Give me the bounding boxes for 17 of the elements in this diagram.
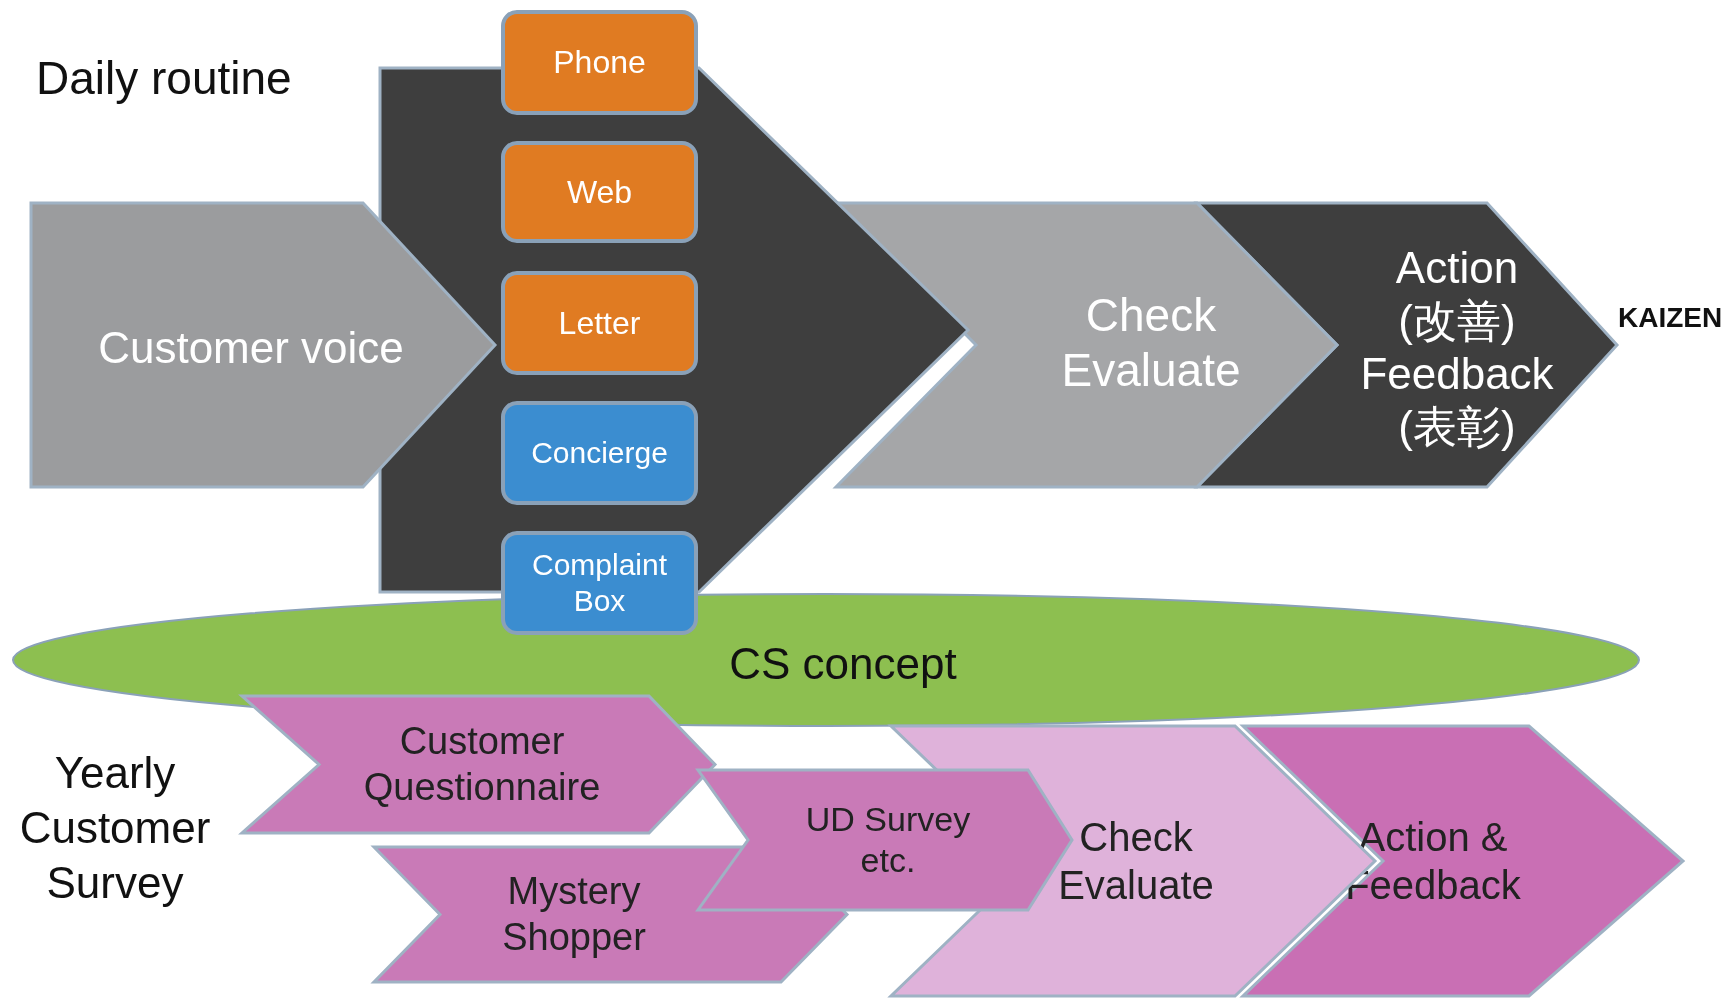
side-note: KAIZEN [1618, 302, 1723, 334]
node-label: Phone [552, 43, 647, 82]
node-label: CS concept [728, 637, 958, 690]
node-label: Concierge [530, 435, 669, 471]
channel-box [500, 270, 699, 376]
channel-box [500, 530, 699, 636]
channel-box [500, 9, 699, 116]
node-label: Customer voice [97, 321, 405, 374]
channel-box [500, 140, 699, 244]
process-step [31, 203, 495, 487]
section-heading: Yearly Customer Survey [18, 747, 212, 909]
node-label: Web [565, 172, 634, 212]
node-label: Action (改善) Feedback (表彰) [1359, 242, 1555, 453]
node-label: Letter [557, 303, 642, 343]
node-label: Complaint Box [530, 547, 669, 619]
section-heading: Daily routine [36, 51, 293, 106]
channel-box [500, 400, 699, 506]
